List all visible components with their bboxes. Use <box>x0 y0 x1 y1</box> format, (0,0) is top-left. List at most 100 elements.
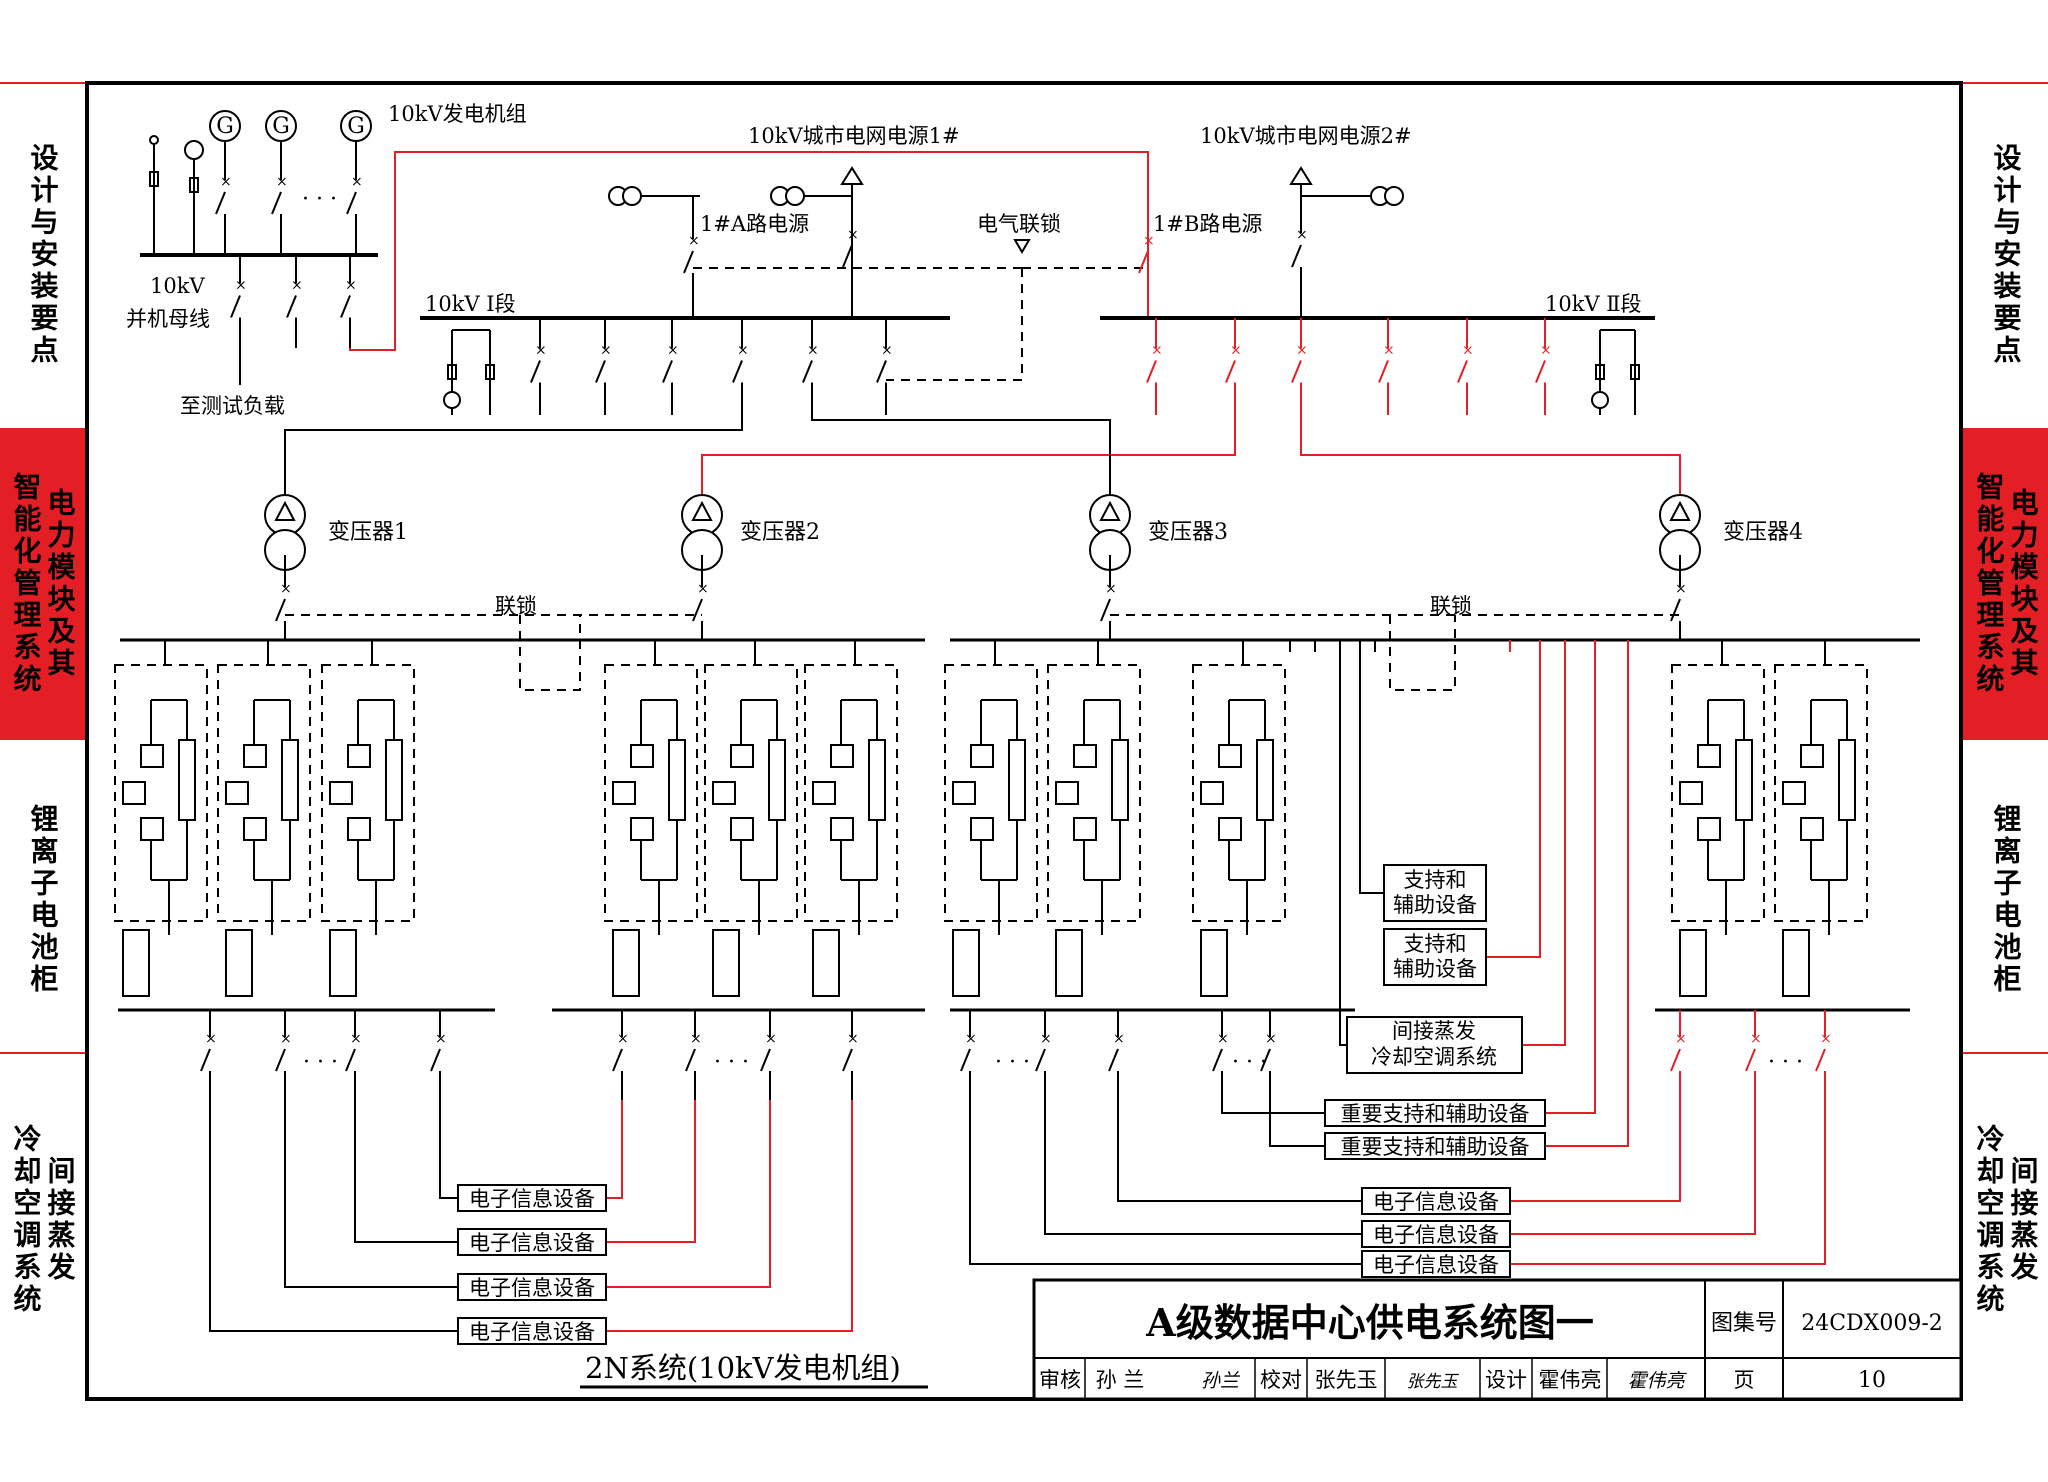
wire <box>275 598 286 622</box>
side-tab-design[interactable]: 设计与安装要点 <box>1963 120 2048 390</box>
power-module-bypass <box>281 739 299 821</box>
wire <box>1545 652 1629 1147</box>
wire <box>284 415 743 495</box>
wire <box>430 1048 441 1072</box>
breaker-mark: × <box>1151 343 1163 359</box>
transformer-2-label: 变压器2 <box>740 520 820 545</box>
drawing-frame <box>85 81 1963 1401</box>
wire <box>606 1100 696 1243</box>
wire <box>1545 652 1596 1114</box>
side-tab-battery[interactable]: 锂离子电池柜 <box>1963 785 2048 1015</box>
wire <box>1486 652 1541 958</box>
breaker-mark: × <box>737 343 749 359</box>
important-box-text: 重要支持和辅助设备 <box>1341 1135 1530 1159</box>
it-box-text: 电子信息设备 <box>469 1187 595 1211</box>
grid-source-icon <box>840 166 864 185</box>
support-box-text: 辅助设备 <box>1393 893 1477 917</box>
wire <box>1044 1100 1362 1235</box>
wire <box>1815 1048 1826 1072</box>
wire <box>346 191 357 215</box>
battery-cabinet <box>122 929 150 997</box>
inverter-symbol <box>329 781 353 805</box>
side-tab-power-module[interactable]: 电力模块及其 智能化管理系统 <box>1963 428 2048 740</box>
power-module-frame <box>944 664 1038 922</box>
ellipsis: · · · <box>1232 1050 1267 1075</box>
battery-cabinet <box>612 929 640 997</box>
breaker-mark: × <box>1462 343 1474 359</box>
wire <box>1260 1048 1271 1072</box>
wire <box>842 1048 853 1072</box>
it-box-text: 电子信息设备 <box>1373 1253 1499 1277</box>
inverter-symbol <box>1055 781 1079 805</box>
wire <box>685 1048 696 1072</box>
transformer-1-label: 变压器1 <box>328 520 408 545</box>
side-divider <box>0 1052 85 1054</box>
inverter-symbol <box>122 781 146 805</box>
it-box-text: 电子信息设备 <box>1373 1223 1499 1247</box>
symbol <box>149 135 159 145</box>
it-box-text: 电子信息设备 <box>469 1320 595 1344</box>
side-tab-cooling[interactable]: 间接蒸发 冷却空调系统 <box>1963 1090 2048 1350</box>
wire <box>519 615 581 691</box>
breaker-mark: × <box>617 1031 629 1047</box>
breaker-mark: × <box>205 1031 217 1047</box>
transformer-symbol <box>1669 500 1691 521</box>
inverter-symbol <box>347 817 371 841</box>
inverter-symbol <box>1073 817 1097 841</box>
breaker-mark: × <box>1143 233 1155 249</box>
breaker-mark: × <box>807 343 819 359</box>
power-module-bypass <box>668 739 686 821</box>
breaker-mark: × <box>1750 1031 1762 1047</box>
rectifier-symbol <box>1218 744 1242 768</box>
interlock-main-label: 电气联锁 <box>977 212 1061 236</box>
wire <box>230 295 241 318</box>
symbol <box>622 186 642 206</box>
side-tab-text: 智能化管理系统 <box>1972 472 2006 696</box>
side-tab-cooling[interactable]: 间接蒸发 冷却空调系统 <box>0 1090 85 1350</box>
interlock-right-label: 联锁 <box>1430 594 1472 618</box>
it-box-text: 电子信息设备 <box>469 1231 595 1255</box>
side-tab-battery[interactable]: 锂离子电池柜 <box>0 785 85 1015</box>
breaker-mark: × <box>847 227 859 243</box>
side-divider <box>0 82 85 84</box>
breaker-mark: × <box>1296 227 1308 243</box>
review-label: 审核 <box>1039 1368 1081 1392</box>
breaker-mark: × <box>1383 343 1395 359</box>
breaker-mark: × <box>881 343 893 359</box>
wire <box>1212 1048 1223 1072</box>
parallel-bus-label: 并机母线 <box>126 307 210 331</box>
check-signature: 张先玉 <box>1407 1372 1460 1392</box>
battery-cabinet <box>225 929 253 997</box>
breaker-mark: × <box>276 174 288 190</box>
power-module-frame <box>804 664 898 922</box>
atlas-label: 图集号 <box>1711 1311 1777 1336</box>
power-module-bypass <box>1008 739 1026 821</box>
breaker-mark: × <box>1113 1031 1125 1047</box>
wire <box>612 1048 623 1072</box>
side-tab-text: 设计与安装要点 <box>26 143 60 367</box>
breaker-mark: × <box>1105 581 1117 597</box>
battery-cabinet <box>712 929 740 997</box>
wire <box>1510 1100 1681 1202</box>
wire <box>802 360 813 383</box>
transformer-symbol <box>691 500 713 521</box>
inverter-symbol <box>970 817 994 841</box>
side-tab-power-module[interactable]: 电力模块及其 智能化管理系统 <box>0 428 85 740</box>
inverter-symbol <box>1697 817 1721 841</box>
inverter-symbol <box>830 817 854 841</box>
power-module-frame <box>704 664 798 922</box>
rectifier-symbol <box>730 744 754 768</box>
transformer-3-label: 变压器3 <box>1148 520 1228 545</box>
transformer-4-label: 变压器4 <box>1723 520 1803 545</box>
check-label: 校对 <box>1260 1368 1302 1392</box>
ellipsis: · · · <box>1768 1050 1803 1075</box>
inverter-symbol <box>1782 781 1806 805</box>
inverter-symbol <box>612 781 636 805</box>
side-tab-design[interactable]: 设计与安装要点 <box>0 120 85 390</box>
side-tab-text: 设计与安装要点 <box>1989 143 2023 367</box>
rectifier-symbol <box>1073 744 1097 768</box>
breaker-mark: × <box>690 1031 702 1047</box>
wire <box>760 1048 771 1072</box>
breaker-mark: × <box>1540 343 1552 359</box>
